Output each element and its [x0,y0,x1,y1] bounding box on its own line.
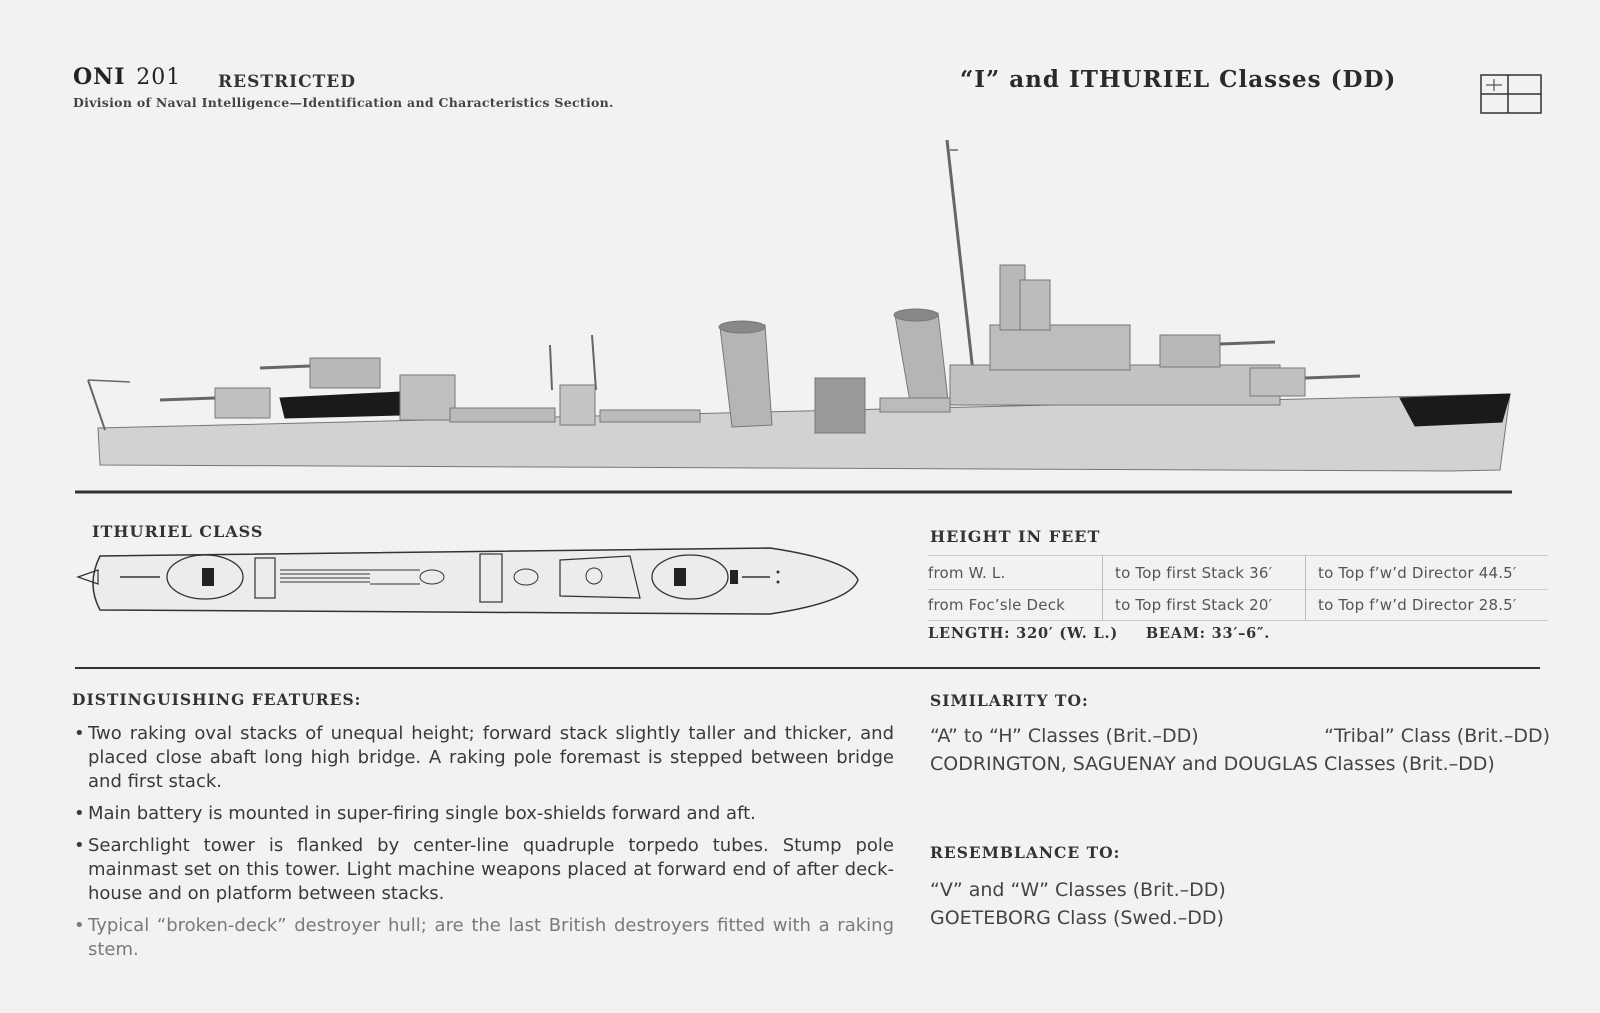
beam-value: BEAM: 33′–6″. [1145,625,1271,642]
feature-text: Two raking oval stacks of unequal height… [88,723,894,792]
feature-text: Searchlight tower is flanked by center-l… [88,835,894,904]
resemblance-list: “V” and “W” Classes (Brit.–DD) GOETEBORG… [930,876,1226,932]
table-rule [928,620,1548,621]
bullet: • [74,723,85,744]
feature-text: Typical “broken-deck” destroyer hull; ar… [88,915,894,960]
section-divider [75,667,1540,669]
height-heading: HEIGHT IN FEET [930,527,1101,546]
ship-profile-image [75,139,1512,494]
length-value: LENGTH: 320′ (W. L.) [928,625,1118,642]
bullet: • [74,835,85,856]
similarity-heading: SIMILARITY TO: [930,691,1089,710]
dimensions-line: LENGTH: 320′ (W. L.) BEAM: 33′–6″. [928,625,1292,642]
table-column-rule [1102,555,1103,620]
bullet: • [74,915,85,936]
document-code-prefix: ONI [73,64,126,90]
list-item: • Typical “broken-deck” destroyer hull; … [72,914,894,962]
height-row-stack: to Top first Stack 36′ [1115,564,1273,582]
feature-text: Main battery is mounted in super-firing … [88,803,756,824]
document-code: ONI 201 [73,64,181,90]
height-row-director: to Top f’w’d Director 44.5′ [1318,564,1517,582]
table-rule [928,589,1548,590]
table-rule [928,555,1548,556]
similarity-row: “A” to “H” Classes (Brit.–DD) “Tribal” C… [930,722,1550,750]
height-row-ref: from W. L. [928,564,1006,582]
list-item: • Searchlight tower is flanked by center… [72,834,894,906]
distinguishing-heading: DISTINGUISHING FEATURES: [72,690,362,709]
classification-label: RESTRICTED [218,72,356,92]
table-column-rule [1305,555,1306,620]
resemblance-heading: RESEMBLANCE TO: [930,843,1121,862]
list-item: • Two raking oval stacks of unequal heig… [72,722,894,794]
similarity-item: “Tribal” Class (Brit.–DD) [1324,725,1550,747]
features-list: • Two raking oval stacks of unequal heig… [72,722,894,970]
identification-grid-icon [1480,74,1542,114]
height-row-ref: from Foc’sle Deck [928,596,1066,614]
similarity-item: “A” to “H” Classes (Brit.–DD) [930,725,1199,747]
class-title: “I” and ITHURIEL Classes (DD) [960,66,1397,93]
similarity-item: CODRINGTON, SAGUENAY and DOUGLAS Classes… [930,753,1495,775]
list-item: • Main battery is mounted in super-firin… [72,802,894,826]
division-line: Division of Naval Intelligence—Identific… [73,95,614,110]
deck-plan-image [76,547,859,615]
resemblance-item: GOETEBORG Class (Swed.–DD) [930,907,1224,929]
resemblance-item: “V” and “W” Classes (Brit.–DD) [930,879,1226,901]
document-number: 201 [136,65,182,90]
height-row-stack: to Top first Stack 20′ [1115,596,1273,614]
height-row-director: to Top f’w’d Director 28.5′ [1318,596,1517,614]
bullet: • [74,803,85,824]
plan-heading: ITHURIEL CLASS [92,522,264,541]
similarity-list: “A” to “H” Classes (Brit.–DD) “Tribal” C… [930,722,1550,778]
